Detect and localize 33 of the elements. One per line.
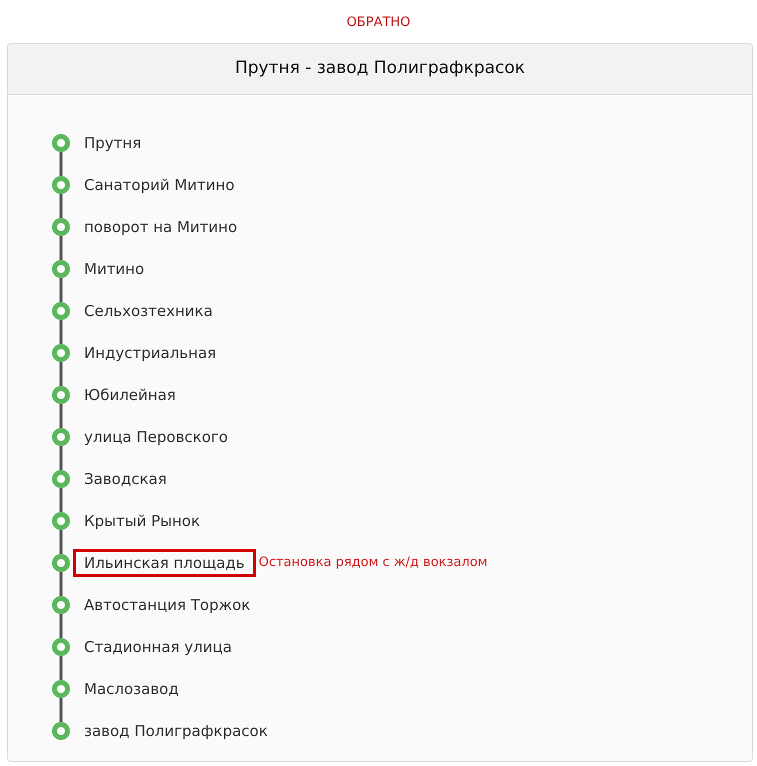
route-line (60, 278, 62, 302)
stop-name: Санаторий Митино (84, 176, 235, 194)
stop-name: Индустриальная (84, 344, 216, 362)
stop-name: Заводская (84, 470, 167, 488)
route-line (60, 656, 62, 680)
route-line (60, 614, 62, 638)
route-line (60, 488, 62, 512)
stop-name: Прутня (84, 134, 142, 152)
stop-note: Остановка рядом с ж/д вокзалом (258, 554, 488, 572)
route-line (60, 698, 62, 722)
stop-name: Сельхозтехника (84, 302, 213, 320)
stop-name: улица Перовского (84, 428, 228, 446)
stop-name: Крытый Рынок (84, 512, 200, 530)
route-line (60, 152, 62, 176)
route-line (60, 530, 62, 554)
route-line (60, 404, 62, 428)
route-line (60, 194, 62, 218)
route-line (60, 572, 62, 596)
stop-name: Митино (84, 260, 144, 278)
route-line (60, 236, 62, 260)
highlighted-stop-name: Ильинская площадь (73, 549, 256, 577)
route-line (60, 446, 62, 470)
route-panel (7, 43, 753, 762)
back-link: ОБРАТНО (346, 15, 410, 30)
route-line (60, 362, 62, 386)
route-title: Прутня - завод Полиграфкрасок (8, 44, 752, 95)
stop-name: завод Полиграфкрасок (84, 722, 268, 740)
stop-name: Автостанция Торжок (84, 596, 250, 614)
stop-name: Юбилейная (84, 386, 176, 404)
stop-name: Стадионная улица (84, 638, 232, 656)
route-line (60, 320, 62, 344)
stop-name: поворот на Митино (84, 218, 238, 236)
stop-name: Маслозавод (84, 680, 179, 698)
